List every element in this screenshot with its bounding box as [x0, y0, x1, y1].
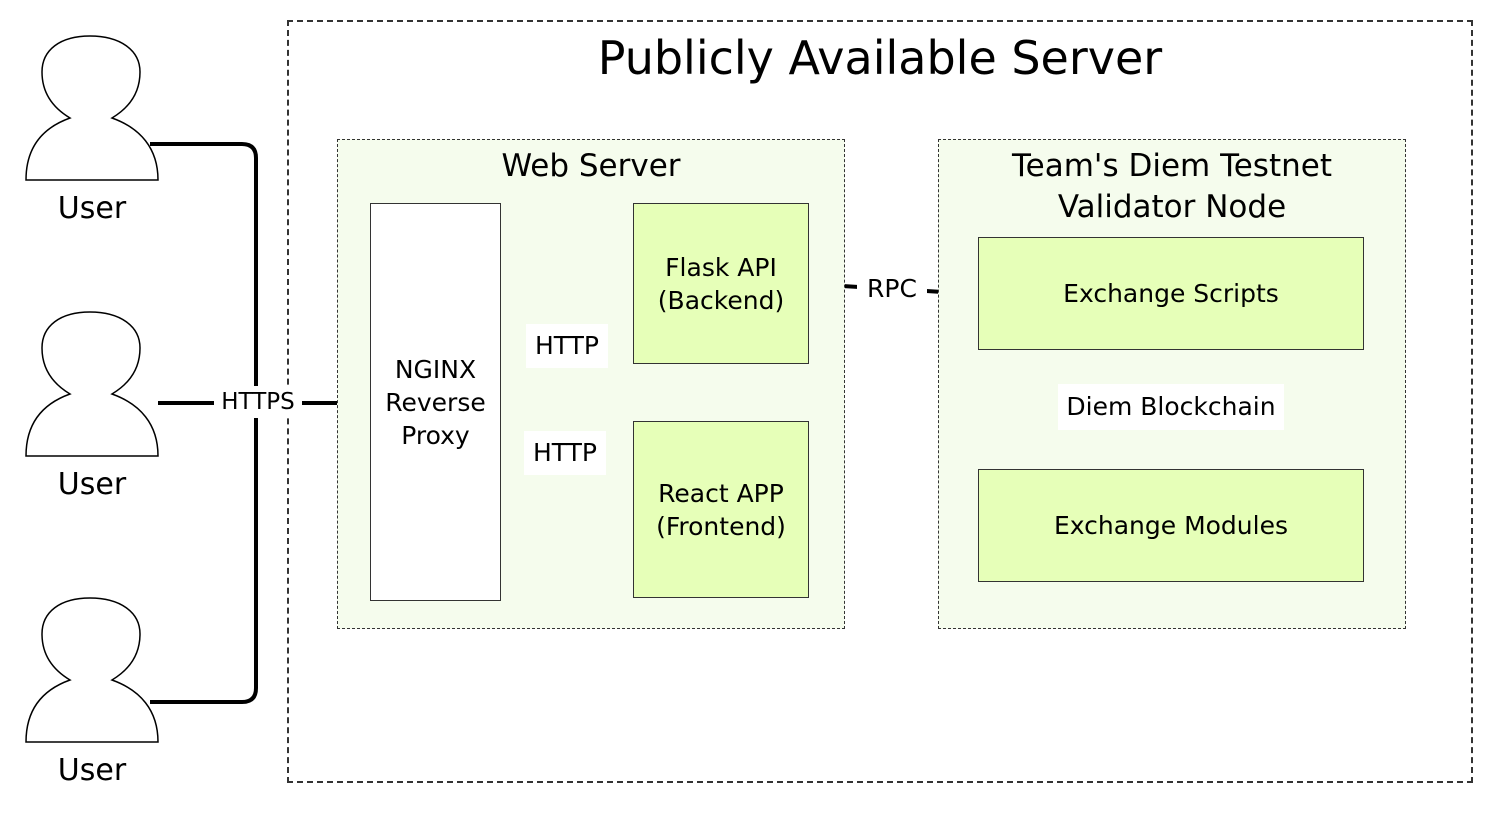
- user-label: User: [57, 467, 127, 502]
- web-server-title: Web Server: [501, 148, 681, 184]
- http-react-label: HTTP: [524, 431, 606, 475]
- flask-api-backend: Flask API (Backend): [633, 203, 809, 364]
- validator-node-title: Team's Diem Testnet Validator Node: [1012, 148, 1332, 225]
- react-app-frontend: React APP (Frontend): [633, 421, 809, 598]
- user-connector-lines: [150, 142, 258, 704]
- exchange-modules: Exchange Modules: [978, 469, 1364, 582]
- user-icon: [25, 311, 159, 457]
- user-icon: [25, 35, 159, 181]
- user-label: User: [57, 753, 127, 788]
- user-icon: [25, 597, 159, 743]
- exchange-scripts: Exchange Scripts: [978, 237, 1364, 350]
- http-flask-label: HTTP: [526, 324, 608, 368]
- user-label: User: [57, 191, 127, 226]
- rpc-label: RPC: [857, 270, 927, 308]
- diem-blockchain-label: Diem Blockchain: [1058, 384, 1284, 430]
- public-server-title: Publicly Available Server: [597, 31, 1163, 85]
- https-label: HTTPS: [214, 386, 302, 418]
- nginx-reverse-proxy: NGINX Reverse Proxy: [370, 203, 501, 601]
